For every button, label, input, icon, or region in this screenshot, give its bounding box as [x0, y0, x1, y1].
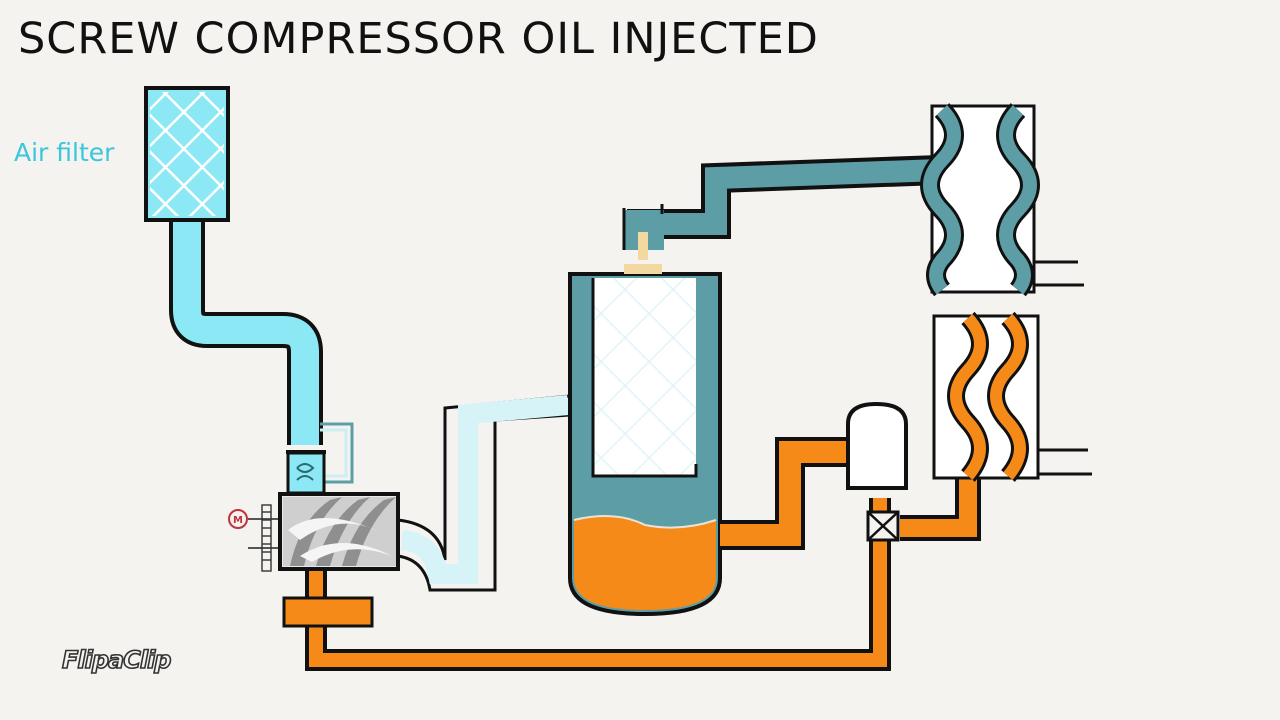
air-filter-label: Air filter: [14, 138, 115, 167]
inlet-valve: [286, 422, 354, 495]
oil-return-line: [282, 498, 891, 671]
air-filter: [144, 86, 230, 222]
air-intake-pipe: [169, 212, 323, 445]
diagram-title: SCREW COMPRESSOR OIL INJECTED: [18, 14, 819, 64]
separator-element: [591, 278, 698, 478]
air-cooler: [920, 103, 1084, 297]
oil-cooler-return: [900, 478, 981, 541]
thermostatic-valve: [866, 510, 900, 542]
motor-label: M: [233, 515, 243, 526]
oil-cooler: [932, 311, 1092, 482]
flipaclip-watermark: FlipaClip: [61, 645, 172, 675]
screw-element: [278, 492, 400, 571]
oil-filter: [846, 401, 908, 490]
discharge-pipe: [397, 394, 571, 592]
oil-outlet-pipe: [720, 437, 850, 550]
motor: M: [228, 504, 282, 572]
air-outlet-pipe: [622, 155, 941, 274]
